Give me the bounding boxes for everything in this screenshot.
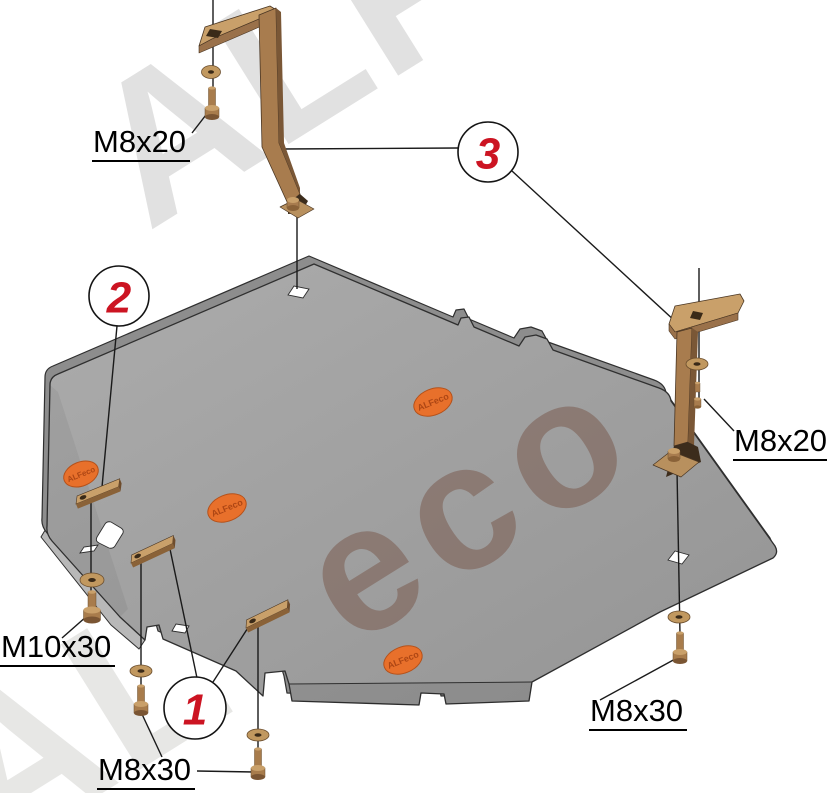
svg-text:3: 3 [476,130,500,179]
brand-logo: ALFeco [63,460,99,488]
label-m8x30-bottom: M8x30 [97,754,196,790]
washer [201,65,221,79]
label-m10x30-left: M10x30 [0,631,116,667]
plate-crease [288,681,533,685]
bolt-m8x30 [672,631,688,664]
leader-line [196,770,255,773]
label-m8x30-bottom-right: M8x30 [589,695,688,731]
mounting-strip-right [245,599,291,633]
callouts: 2 3 1 [88,121,519,740]
leader-line [599,657,678,701]
leader-line [169,548,198,679]
label-m8x20-top-left: M8x20 [92,126,191,162]
leader-line [511,170,677,323]
washers [79,65,691,742]
washer [667,610,691,624]
leader-line [212,619,254,683]
mounting-strip-center [130,535,176,568]
label-m8x20-right: M8x20 [733,425,827,461]
callout-1: 1 [163,676,227,740]
leader-line [61,615,88,639]
axis-line [676,469,681,636]
brand-logo: ALFeco [413,387,453,417]
mounting-strip-left [75,478,122,509]
svg-text:1: 1 [183,686,207,735]
plate-slot-small-a [79,544,99,554]
bolt-m8x20 [204,86,220,120]
leader-line [280,147,459,150]
leader-line [101,325,118,488]
plate-hole-left [95,521,124,549]
plate-holes [79,285,690,634]
bracket-foot-bolt [667,448,681,462]
top-bracket [198,5,315,219]
spacer-nut [693,381,702,409]
plate-slot-top [287,285,310,299]
svg-text:2: 2 [106,274,132,323]
bolt-m10x30 [83,590,101,624]
callout-3: 3 [457,121,519,183]
plate-slot-small-b [171,623,190,634]
washer [246,728,270,742]
bolt-m8x30 [250,747,266,780]
brand-logo: ALFeco [383,645,423,675]
bolts [83,86,688,780]
bolt-m8x30 [133,684,149,716]
brand-logos: ALFeco ALFeco ALFeco ALFeco [63,387,453,675]
washer [79,572,105,588]
washer [129,664,153,678]
leader-line [703,398,735,432]
callout-2: 2 [88,265,150,327]
brand-logo: ALFeco [207,493,247,523]
leader-line [140,711,163,758]
bracket-foot-bolt [286,197,300,211]
washer [685,357,709,371]
plate-bottom-lip [289,682,532,705]
right-bracket [652,293,745,478]
